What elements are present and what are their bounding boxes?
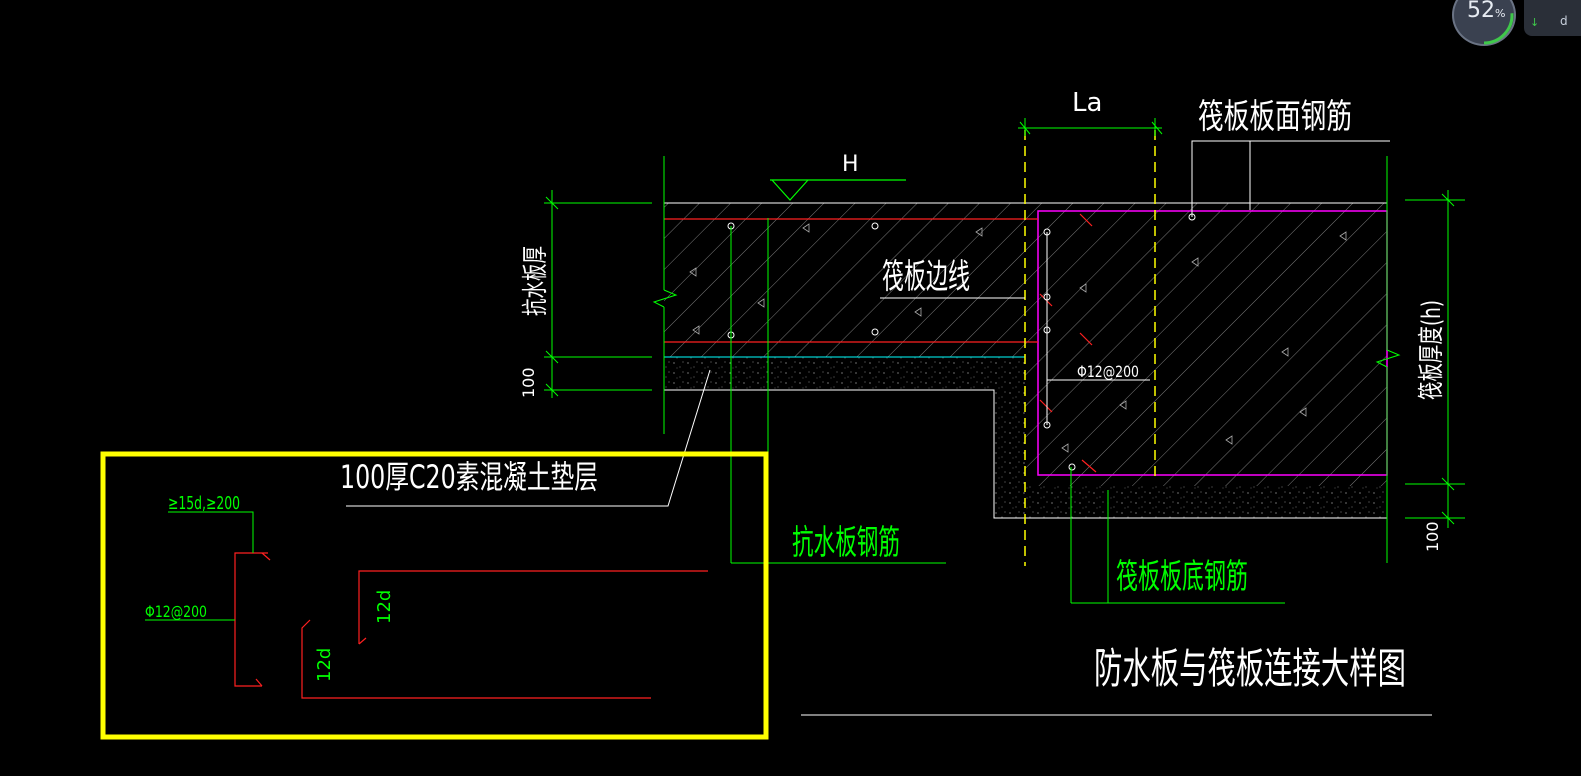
centerlines — [1024, 130, 1156, 566]
zoom-side-text: d — [1560, 14, 1568, 28]
arrow-down-icon: ↓ — [1530, 16, 1540, 29]
raft-slab-hatch — [1025, 203, 1387, 486]
zoom-indicator[interactable]: 52% — [1452, 0, 1522, 46]
aggregate-marks — [689, 223, 1347, 453]
hook-length-label-1: 12d — [374, 590, 395, 624]
dim-100-left: 100 — [519, 367, 538, 398]
cushion-layer-label: 100厚C20素混凝土垫层 — [340, 458, 598, 496]
zoom-side-panel[interactable]: ↓ d — [1524, 0, 1581, 36]
waterproof-slab-hatch — [664, 203, 1025, 357]
anchor-length-label: ≥15d,≥200 — [168, 493, 240, 514]
detail-rebar-spec: Φ12@200 — [145, 602, 207, 621]
dim-100-right: 100 — [1423, 521, 1442, 552]
la-label: La — [1072, 88, 1102, 118]
raft-edge-label: 筏板边线 — [882, 257, 970, 297]
h-label: H — [842, 152, 859, 177]
water-level-symbol — [770, 179, 906, 201]
raft-bottom-rebar-label: 筏板板底钢筋 — [1116, 557, 1248, 597]
waterproof-thickness-label: 抗水板厚 — [521, 246, 551, 316]
raft-top-rebar-label: 筏板板面钢筋 — [1198, 97, 1352, 137]
zoom-ball[interactable] — [1452, 0, 1516, 46]
waterproof-slab-rebars — [664, 213, 1097, 473]
drawing-title: 防水板与筏板连接大样图 — [1094, 644, 1406, 693]
zoom-unit: % — [1495, 7, 1506, 20]
detail-box[interactable]: ≥15d,≥200 Φ12@200 12d 12d — [100, 451, 769, 740]
dimension-lines — [544, 118, 1465, 604]
zoom-value-number: 52 — [1467, 0, 1495, 23]
leader-lines — [346, 140, 1432, 716]
cushion-layer-hatch — [664, 357, 1387, 518]
rebar-spec-main: Φ12@200 — [1077, 362, 1139, 381]
hook-length-label-2: 12d — [314, 648, 335, 682]
raft-thickness-label: 筏板厚度(h) — [1417, 300, 1447, 400]
break-line — [652, 156, 1401, 563]
zoom-progress-arc — [1483, 13, 1514, 45]
zoom-percentage: 52% — [1467, 0, 1505, 23]
waterproof-rebar-label: 抗水板钢筋 — [792, 523, 900, 563]
